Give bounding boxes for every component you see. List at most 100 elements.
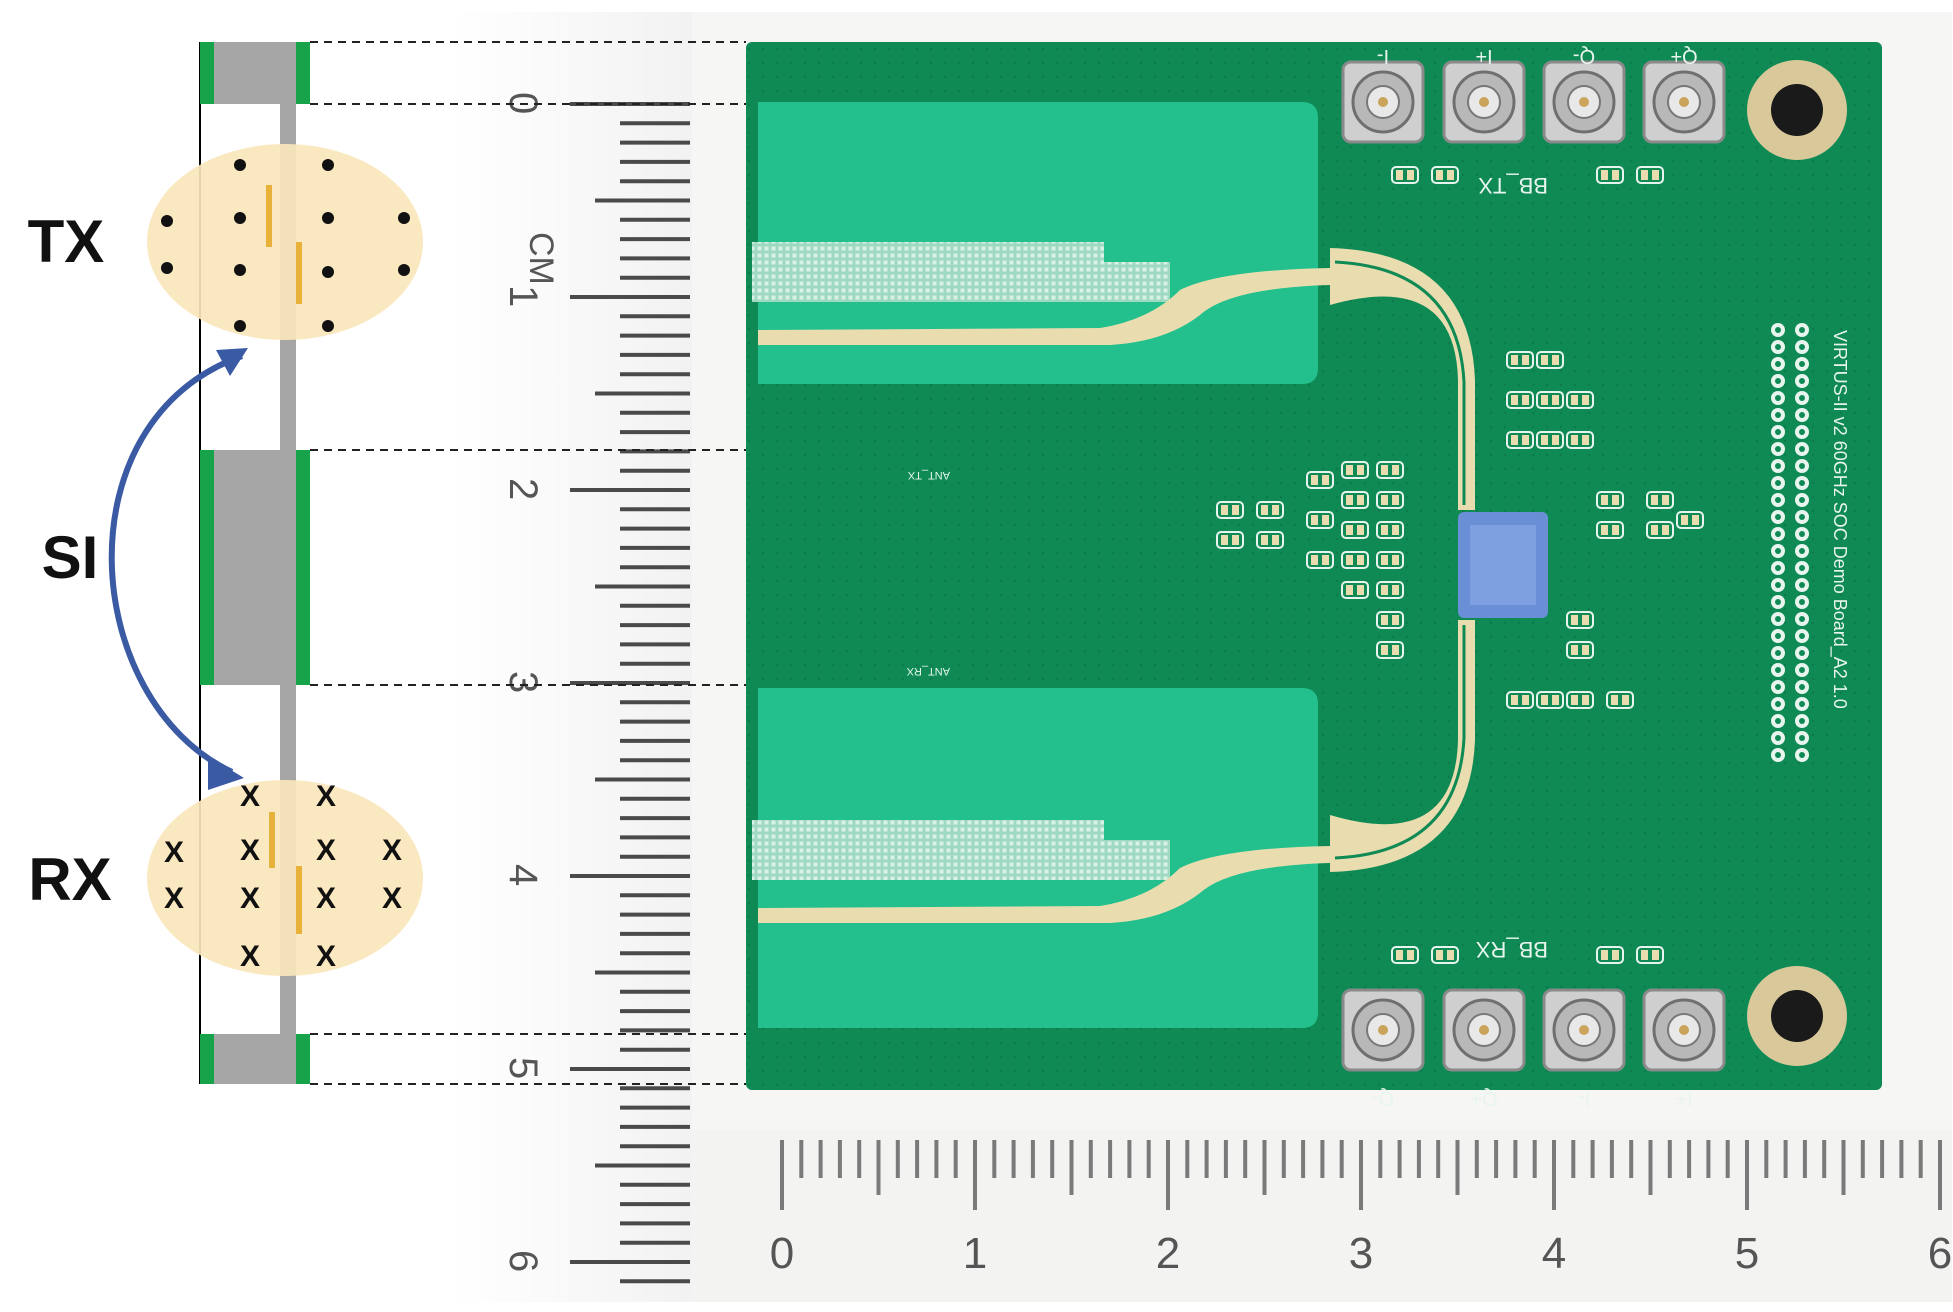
sma-connector: I+	[1642, 988, 1726, 1109]
vertical-ruler-number: 6	[501, 1250, 545, 1272]
bb-tx-silkscreen: BB_TX	[1478, 173, 1548, 198]
vertical-ruler-number: 5	[501, 1057, 545, 1079]
smd-component	[1341, 551, 1369, 569]
smd-component	[1341, 521, 1369, 539]
svg-text:X: X	[240, 940, 260, 973]
vertical-ruler-number: 2	[501, 478, 545, 500]
rx-element	[296, 866, 302, 934]
smd-component	[1256, 531, 1284, 549]
smd-component	[1596, 166, 1624, 184]
svg-text:X: X	[164, 836, 184, 869]
smd-component	[1596, 521, 1624, 539]
svg-text:X: X	[382, 834, 402, 867]
rx-element	[269, 812, 275, 868]
connector-label: I+	[1475, 45, 1492, 67]
pcb-board: VIRTUS-II v2 60GHz SOC Demo Board_A2 1.0…	[746, 42, 1882, 1109]
tx-field-blob	[147, 144, 423, 340]
smd-component	[1216, 531, 1244, 549]
ant-tx-trace	[758, 268, 1330, 345]
layer-stack-middle	[200, 450, 310, 685]
rx-label: RX	[28, 846, 111, 913]
smd-component	[1506, 431, 1534, 449]
smd-component	[1376, 641, 1404, 659]
cross-section-diagram: X X X X X X X X X X X X TX SI RX	[28, 42, 423, 1084]
smd-component	[1536, 691, 1564, 709]
smd-component	[1606, 691, 1634, 709]
smd-component	[1431, 166, 1459, 184]
smd-component	[1646, 491, 1674, 509]
horizontal-ruler-number: 5	[1735, 1229, 1759, 1278]
connector-label: Q+	[1670, 45, 1697, 67]
svg-text:X: X	[240, 780, 260, 813]
connector-label: I-	[1377, 45, 1389, 67]
horizontal-ruler-number: 4	[1542, 1229, 1566, 1278]
smd-component	[1506, 351, 1534, 369]
svg-text:X: X	[382, 882, 402, 915]
smd-component	[1536, 351, 1564, 369]
smd-component	[1536, 431, 1564, 449]
svg-text:X: X	[316, 834, 336, 867]
smd-component	[1341, 581, 1369, 599]
si-label: SI	[42, 524, 99, 591]
sma-connector: I-	[1341, 45, 1425, 144]
horizontal-ruler-number: 0	[770, 1229, 794, 1278]
board-title-silkscreen: VIRTUS-II v2 60GHz SOC Demo Board_A2 1.0	[1829, 330, 1850, 709]
svg-text:X: X	[240, 834, 260, 867]
smd-component	[1566, 611, 1594, 629]
smd-component	[1536, 391, 1564, 409]
layer-stack-top	[200, 42, 310, 104]
connector-label: Q-	[1372, 1087, 1394, 1109]
layer-stack-bottom	[200, 1034, 310, 1084]
ant-rx-trace	[758, 846, 1330, 923]
smd-component	[1506, 691, 1534, 709]
smd-component	[1596, 946, 1624, 964]
ant-tx-silkscreen: ANT_TX	[907, 469, 950, 481]
sma-connector: I+	[1442, 45, 1526, 144]
horizontal-ruler-number: 2	[1156, 1229, 1180, 1278]
horizontal-ruler-number: 6	[1928, 1229, 1952, 1278]
smd-component	[1376, 461, 1404, 479]
ant-tx-via-array	[752, 242, 1170, 302]
smd-component	[1306, 511, 1334, 529]
sma-connector: Q+	[1642, 45, 1726, 144]
smd-component	[1391, 166, 1419, 184]
smd-component	[1376, 611, 1404, 629]
svg-text:X: X	[316, 940, 336, 973]
sma-connector: Q+	[1442, 988, 1526, 1109]
vertical-ruler-number: 4	[501, 864, 545, 886]
horizontal-ruler-number: 1	[963, 1229, 987, 1278]
tx-label: TX	[28, 208, 105, 275]
svg-text:X: X	[240, 882, 260, 915]
smd-component	[1596, 491, 1624, 509]
connector-label: Q-	[1573, 45, 1595, 67]
rx-feedline	[1330, 620, 1475, 872]
tx-element	[296, 242, 302, 304]
connector-label: Q+	[1470, 1087, 1497, 1109]
smd-component	[1566, 431, 1594, 449]
horizontal-ruler-number: 3	[1349, 1229, 1373, 1278]
smd-component	[1636, 166, 1664, 184]
connector-label: I+	[1675, 1087, 1692, 1109]
smd-component	[1391, 946, 1419, 964]
smd-component	[1376, 491, 1404, 509]
si-coupling-arrow	[108, 348, 248, 790]
smd-component	[1306, 471, 1334, 489]
pin-header	[1771, 323, 1809, 762]
passive-components	[1216, 166, 1704, 964]
alignment-lines	[310, 41, 746, 1085]
tx-feedline	[1330, 248, 1475, 510]
smd-component	[1506, 391, 1534, 409]
smd-component	[1566, 691, 1594, 709]
bb-rx-silkscreen: BB_RX	[1476, 937, 1548, 962]
sma-connector: Q-	[1542, 45, 1626, 144]
smd-component	[1256, 501, 1284, 519]
ruler-unit-label: CM	[522, 232, 560, 285]
smd-component	[1376, 551, 1404, 569]
smd-component	[1646, 521, 1674, 539]
rx-field-blob: X X X X X X X X X X X X	[147, 780, 423, 976]
smd-component	[1566, 391, 1594, 409]
svg-text:X: X	[316, 882, 336, 915]
smd-component	[1376, 581, 1404, 599]
tx-element	[266, 185, 272, 247]
